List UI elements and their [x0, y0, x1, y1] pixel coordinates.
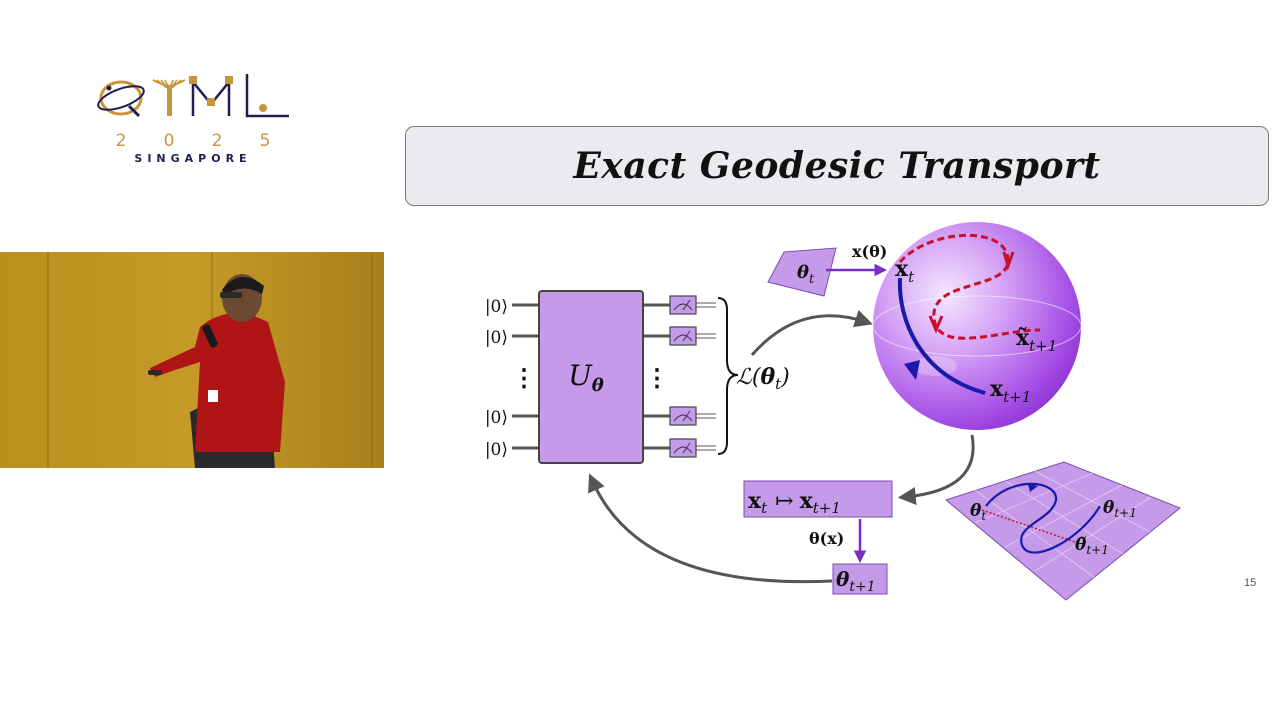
- update-to-subscript: t+1: [813, 499, 841, 517]
- ket-zero: |0⟩: [485, 440, 508, 460]
- state-sphere: [873, 222, 1081, 430]
- plane-start-subscript: t: [981, 509, 986, 523]
- update-map-box: [743, 480, 893, 518]
- speaker-figure: [148, 274, 285, 468]
- update-from-subscript: t: [761, 499, 768, 517]
- geodesic-transport-diagram: |0⟩ |0⟩ |0⟩ |0⟩ ⋮ ⋮ Uθ: [485, 222, 1181, 601]
- ket-zero: |0⟩: [485, 328, 508, 348]
- slide-title-box: Exact Geodesic Transport: [405, 126, 1269, 206]
- meter-icon: [669, 326, 716, 346]
- logo-t-mark: [152, 79, 186, 116]
- loss-theta: θ: [760, 364, 775, 390]
- meter-icon: [669, 438, 716, 458]
- parameter-plane: [944, 461, 1181, 601]
- x-t-label: x: [895, 256, 909, 282]
- svg-text:xt: xt: [895, 256, 915, 286]
- plane-tilde-subscript: t+1: [1086, 543, 1109, 557]
- blue-geodesic: [897, 277, 986, 395]
- parameter-patch: [767, 247, 837, 297]
- plane-tilde-theta: θ̃: [1075, 535, 1087, 555]
- svg-text:θt: θt: [797, 262, 815, 287]
- unitary-block: [538, 290, 644, 464]
- slide-title: Exact Geodesic Transport: [573, 145, 1101, 187]
- svg-text:θt: θt: [970, 501, 986, 523]
- update-to: x: [800, 488, 814, 514]
- svg-text:x̃t+1: x̃t+1: [1016, 325, 1057, 355]
- logo-l-mark: [245, 74, 289, 118]
- loss-label: ℒ(: [736, 365, 761, 390]
- measurement-meters: [669, 295, 716, 458]
- svg-text:Uθ: Uθ: [568, 359, 604, 396]
- plane-path: [985, 482, 1101, 554]
- ket-zero: |0⟩: [485, 408, 508, 428]
- arrow-loss-to-sphere: [750, 310, 873, 356]
- plane-end-theta: θ: [1103, 498, 1115, 518]
- ket-zero: |0⟩: [485, 297, 508, 317]
- page-number: 15: [1244, 577, 1257, 589]
- vertical-dots: ⋮: [645, 363, 669, 392]
- unitary-label: U: [568, 359, 593, 392]
- arrow-sphere-to-update: [897, 434, 975, 505]
- logo-year-digit: 2: [116, 131, 127, 151]
- meter-icon: [669, 406, 716, 426]
- logo-m-mark: [189, 76, 233, 116]
- loss-close: ): [780, 365, 790, 390]
- vertical-dots: ⋮: [512, 363, 536, 392]
- svg-text:xt+1: xt+1: [990, 376, 1031, 406]
- plane-start-theta: θ: [970, 501, 982, 521]
- x-tilde-label: x̃: [1016, 325, 1030, 351]
- red-dashed-path: [898, 233, 1041, 340]
- x-t-subscript: t: [908, 268, 915, 286]
- svg-text:xt↦xt+1: xt↦xt+1: [748, 488, 841, 517]
- arrow-feedback-to-circuit: [588, 473, 833, 584]
- loss-subscript: t: [775, 375, 782, 393]
- curly-brace: [717, 297, 739, 455]
- maps-to-arrow: ↦: [775, 489, 793, 514]
- x-next-label: x: [990, 376, 1004, 402]
- embedding-label: x(θ): [852, 242, 887, 261]
- next-theta-subscript: t+1: [849, 579, 875, 595]
- logo-q-mark: [97, 80, 145, 118]
- svg-text:θt+1: θt+1: [836, 567, 876, 595]
- logo-year-digit: 0: [164, 131, 175, 151]
- circuit-wires: [512, 303, 670, 450]
- patch-theta: θ: [797, 262, 809, 283]
- logo-year-digit: 5: [260, 131, 271, 151]
- svg-text:θt+1: θt+1: [1103, 498, 1137, 520]
- patch-subscript: t: [809, 272, 815, 287]
- sphere-equator: [872, 295, 1082, 357]
- next-theta: θ: [836, 567, 850, 591]
- update-from: x: [748, 488, 762, 514]
- plane-dotted-line: [981, 509, 1076, 543]
- meter-icon: [669, 295, 716, 315]
- logo-year-digit: 2: [212, 131, 223, 151]
- x-tilde-subscript: t+1: [1029, 337, 1057, 355]
- svg-text:ℒ(θt): ℒ(θt): [736, 364, 790, 393]
- svg-text:θ̃t+1: θ̃t+1: [1075, 535, 1109, 557]
- unitary-subscript: θ: [592, 375, 604, 396]
- logo-city: SINGAPORE: [134, 152, 251, 165]
- qtml-logo: 2 0 2 5 SINGAPORE: [97, 74, 289, 165]
- x-next-subscript: t+1: [1003, 388, 1031, 406]
- speaker-video: [0, 252, 384, 468]
- next-parameter-box: [832, 563, 888, 595]
- inverse-label: θ(x): [809, 529, 844, 548]
- plane-end-subscript: t+1: [1114, 506, 1137, 520]
